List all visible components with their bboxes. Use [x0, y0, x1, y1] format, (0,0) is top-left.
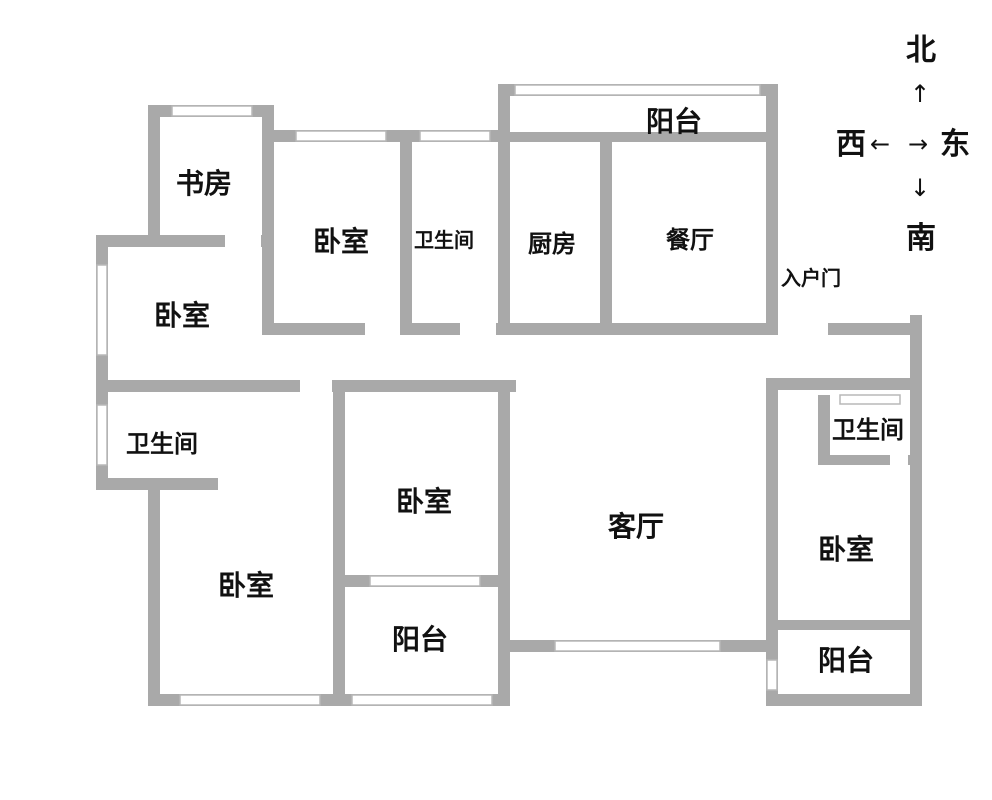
window — [369, 575, 481, 587]
room-label-bedroom-east: 卧室 — [818, 533, 875, 566]
window — [514, 84, 761, 96]
wall — [766, 378, 922, 390]
room-label-bathroom-east: 卫生间 — [832, 416, 904, 444]
wall — [766, 694, 922, 706]
window — [96, 264, 108, 356]
room-label-bathroom-north: 卫生间 — [414, 228, 474, 252]
arrow-up-icon: ↑ — [910, 80, 931, 108]
room-label-kitchen: 厨房 — [528, 230, 576, 258]
window — [171, 105, 253, 117]
wall — [148, 105, 160, 240]
window — [554, 640, 721, 652]
window — [295, 130, 387, 142]
window — [179, 694, 321, 706]
door-opening — [225, 233, 261, 249]
wall — [910, 378, 922, 706]
room-label-entrance: 入户门 — [781, 266, 841, 290]
window — [839, 394, 901, 405]
wall — [818, 395, 830, 463]
room-label-balcony-east: 阳台 — [818, 644, 875, 677]
room-label-living-room: 客厅 — [608, 510, 665, 543]
room-label-bedroom-west: 卧室 — [154, 299, 211, 332]
arrow-right-icon: → — [908, 130, 929, 158]
wall — [262, 323, 922, 335]
compass-north: 北 — [906, 33, 936, 68]
room-label-bedroom-middle: 卧室 — [396, 485, 453, 518]
compass: 北 ↑ 西 ← → 东 ↓ 南 — [836, 36, 986, 266]
room-label-bedroom-north: 卧室 — [313, 225, 370, 258]
wall — [400, 130, 412, 335]
compass-south: 南 — [906, 221, 936, 256]
wall — [910, 315, 922, 390]
door-opening — [300, 378, 332, 394]
room-label-bathroom-west: 卫生间 — [126, 430, 198, 458]
wall — [766, 84, 778, 335]
compass-east: 东 — [940, 127, 970, 162]
wall — [818, 455, 922, 465]
room-label-bedroom-southwest: 卧室 — [218, 569, 275, 602]
door-opening — [778, 321, 828, 337]
window — [419, 130, 491, 142]
door-opening — [460, 321, 496, 337]
wall — [148, 478, 160, 706]
wall — [766, 620, 922, 630]
wall — [766, 378, 778, 706]
wall — [600, 132, 612, 335]
wall — [498, 380, 510, 706]
window — [766, 659, 778, 691]
room-label-balcony-north: 阳台 — [646, 105, 703, 138]
door-opening — [365, 321, 400, 337]
arrow-left-icon: ← — [870, 130, 891, 158]
wall — [498, 84, 510, 335]
compass-west: 西 — [836, 127, 866, 162]
windows — [96, 84, 901, 706]
arrow-down-icon: ↓ — [910, 174, 931, 202]
wall — [333, 380, 345, 706]
door-openings — [225, 233, 908, 466]
room-label-dining: 餐厅 — [666, 226, 714, 254]
door-opening — [890, 454, 908, 466]
window — [96, 404, 108, 466]
room-label-balcony-middle: 阳台 — [392, 623, 449, 656]
room-label-study: 书房 — [176, 167, 233, 200]
wall — [498, 132, 778, 142]
window — [351, 694, 493, 706]
wall — [262, 105, 274, 335]
